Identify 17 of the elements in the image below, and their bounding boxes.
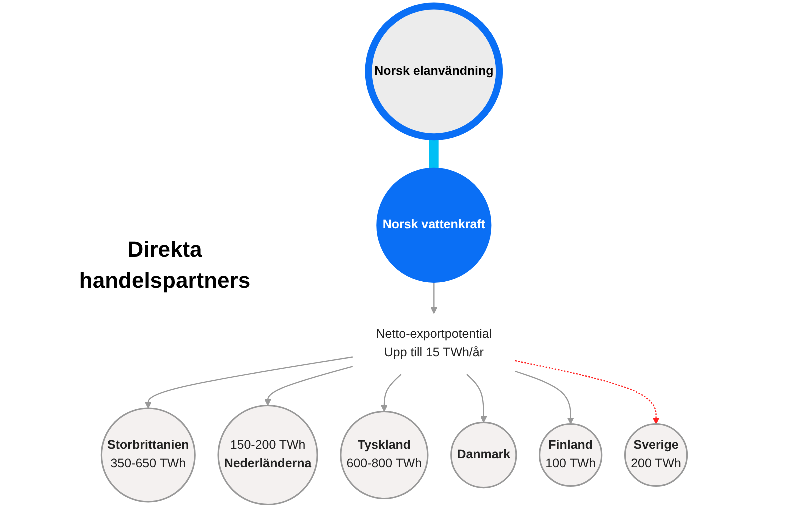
arrow <box>515 360 660 425</box>
node-circle: Storbrittanien 350-650 TWh <box>100 408 196 503</box>
node-circle: Norsk vattenkraft <box>376 168 492 283</box>
node-circle: Sverige 200 TWh <box>624 423 688 488</box>
node-circle: Norsk elanvändning <box>365 2 504 141</box>
node-circle: Finland 100 TWh <box>539 423 603 488</box>
arrow <box>466 374 488 424</box>
arrow <box>264 366 354 406</box>
arrow <box>381 374 402 412</box>
node-circle: 150-200 TWh Nederländerna <box>218 404 318 506</box>
arrow <box>430 282 438 314</box>
arrow <box>144 356 353 409</box>
arrow <box>515 370 574 425</box>
node-text: Netto-exportpotential Upp till 15 TWh/år <box>376 328 492 360</box>
node-circle: Danmark <box>450 422 518 489</box>
heading-text: Direkta handelspartners <box>78 236 252 295</box>
node-circle: Tyskland 600-800 TWh <box>340 410 429 500</box>
